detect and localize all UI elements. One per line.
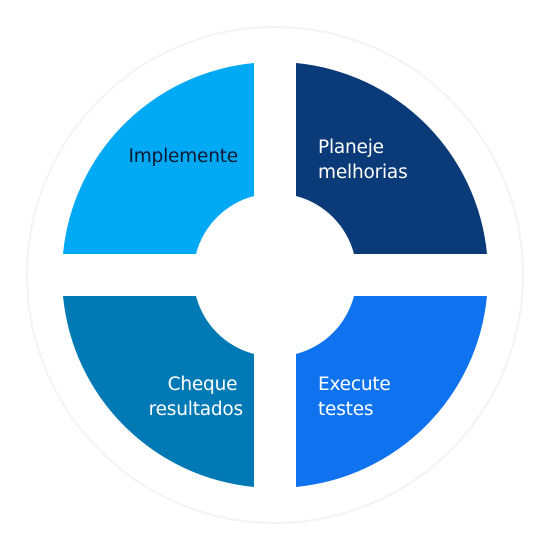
segment-cheque-line-1: Cheque (168, 374, 238, 395)
segment-execute-line-1: Execute (318, 374, 391, 395)
segment-planeje-label: Planeje melhorias (318, 137, 408, 183)
outer-ring (26, 26, 524, 524)
segment-execute-label: Execute testes (318, 374, 396, 420)
segment-execute-line-2: testes (318, 399, 373, 420)
segment-execute-shape (296, 296, 487, 487)
segment-cheque: Cheque resultados (63, 296, 254, 487)
segment-cheque-line-2: resultados (149, 399, 243, 420)
segment-execute: Execute testes (296, 296, 487, 487)
segment-implemente-label: Implemente (128, 146, 238, 167)
segment-implemente: Implemente (63, 63, 254, 254)
segment-implemente-line-1: Implemente (128, 146, 238, 167)
segment-cheque-shape (63, 296, 254, 487)
segment-implemente-shape (63, 63, 254, 254)
segment-planeje-line-2: melhorias (318, 162, 408, 183)
segment-planeje-shape (296, 63, 487, 254)
segment-planeje: Planeje melhorias (296, 63, 487, 254)
segment-cheque-label: Cheque resultados (149, 374, 243, 420)
segment-planeje-line-1: Planeje (318, 137, 384, 158)
